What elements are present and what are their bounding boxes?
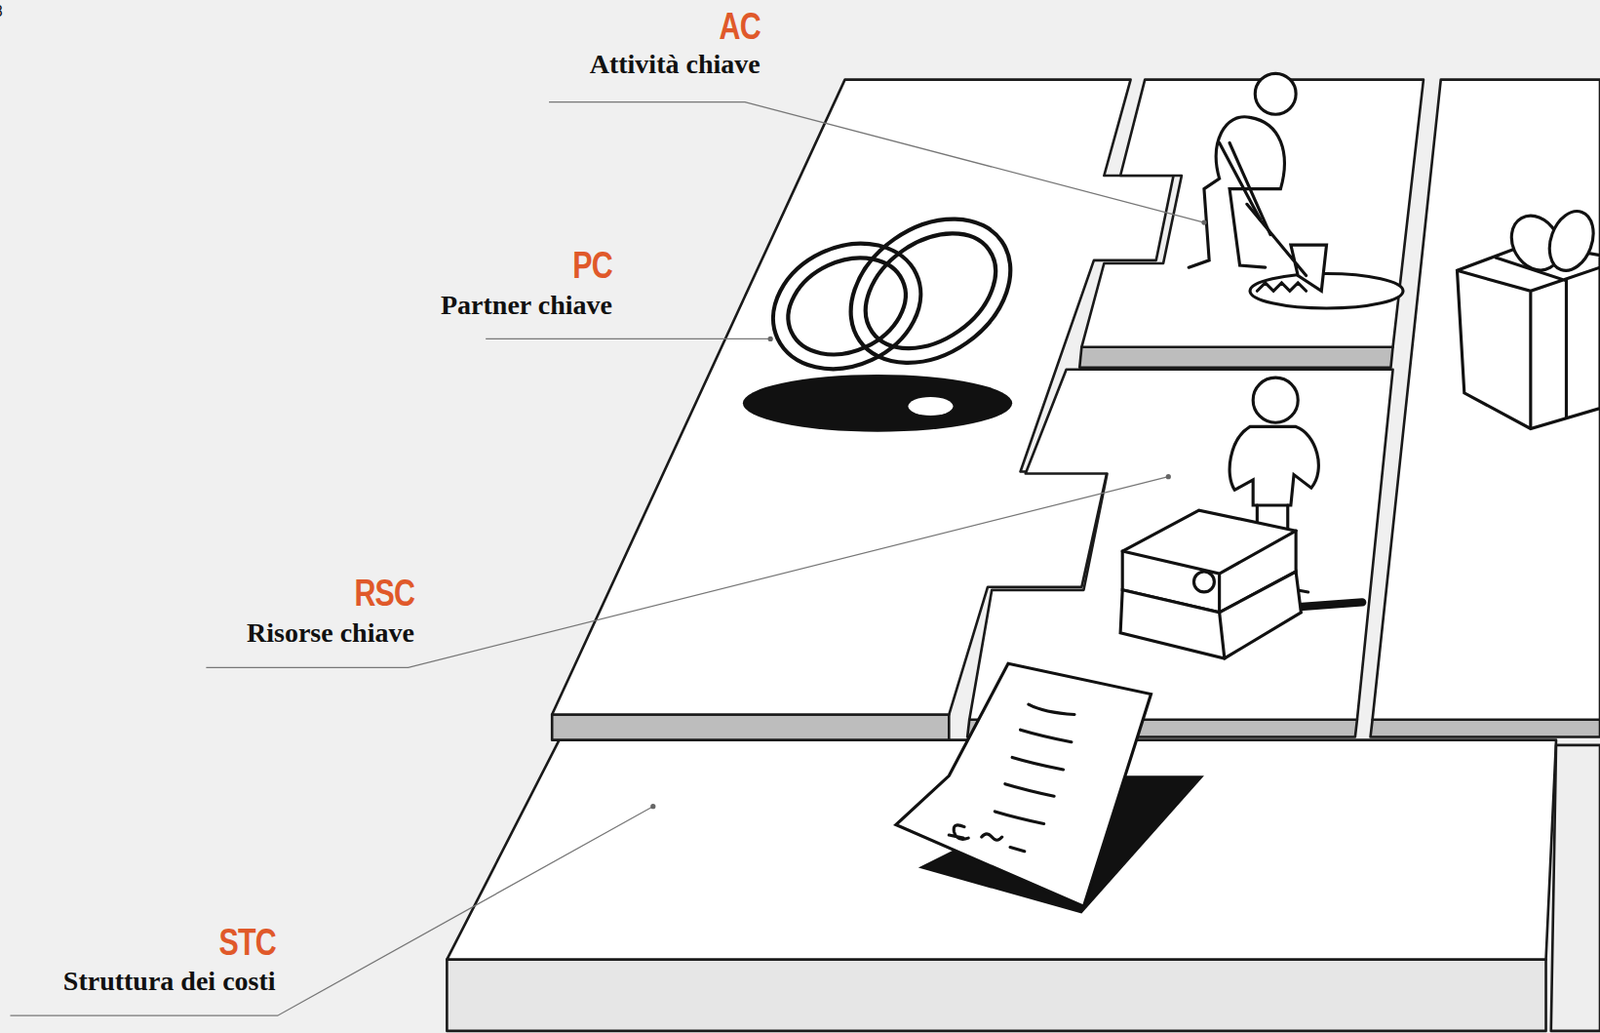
leader-line bbox=[205, 476, 1169, 668]
digging-figure bbox=[1188, 73, 1404, 309]
section-name: Attività chiave bbox=[589, 50, 761, 79]
value-tile bbox=[1372, 79, 1600, 720]
section-code: STC bbox=[218, 923, 275, 961]
tile-side bbox=[446, 959, 1546, 1031]
leader-lines bbox=[9, 102, 1204, 1016]
section-name: Partner chiave bbox=[440, 291, 613, 319]
section-code: AC bbox=[718, 7, 760, 45]
resource-figure bbox=[1120, 377, 1363, 659]
leader-line bbox=[9, 806, 653, 1016]
section-name: Struttura dei costi bbox=[63, 967, 276, 995]
gift-icon bbox=[1456, 204, 1600, 429]
activities-tile bbox=[1081, 79, 1424, 348]
leader-line bbox=[485, 338, 771, 340]
canvas-tiles bbox=[446, 79, 1600, 1031]
leader-line bbox=[548, 102, 1205, 223]
page-number: 8 bbox=[0, 3, 3, 20]
section-name: Risorse chiave bbox=[246, 619, 415, 647]
tile-side bbox=[1079, 347, 1393, 368]
rings-icon bbox=[742, 189, 1039, 432]
tile-side bbox=[1370, 719, 1600, 738]
section-code: PC bbox=[572, 246, 613, 284]
tile-side bbox=[551, 714, 949, 741]
section-code: RSC bbox=[353, 574, 415, 612]
side-tile bbox=[1551, 744, 1600, 1031]
leader-dots bbox=[650, 220, 1207, 810]
resources-tile bbox=[969, 369, 1393, 720]
invoice-icon bbox=[896, 663, 1205, 913]
